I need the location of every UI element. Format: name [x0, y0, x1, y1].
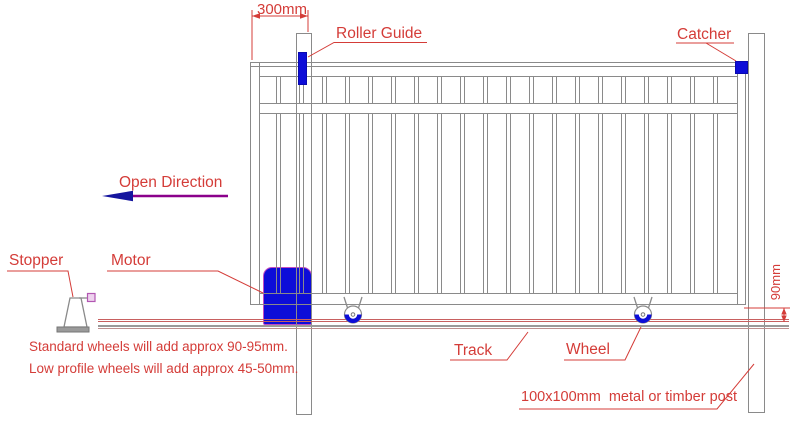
gate-picket — [437, 76, 442, 103]
gate-picket — [322, 76, 327, 103]
gate-picket — [299, 113, 304, 293]
open-direction-arrowhead — [102, 190, 133, 202]
gate-picket — [368, 76, 373, 103]
track-label: Track — [454, 342, 493, 359]
gate-picket — [529, 76, 534, 103]
stopper-leader — [7, 270, 74, 298]
gate-picket — [506, 76, 511, 103]
gate-picket — [414, 76, 419, 103]
gate-picket — [345, 76, 350, 103]
standard-wheels-note: Standard wheels will add approx 90-95mm. — [29, 339, 288, 354]
track-leader — [450, 331, 529, 361]
motor-label: Motor — [111, 252, 151, 269]
catcher-label: Catcher — [677, 26, 732, 43]
gate-picket — [667, 113, 672, 293]
track-rail-line2 — [98, 321, 789, 322]
gate-picket — [598, 76, 603, 103]
post-note-label: 100x100mm metal or timber post — [521, 389, 737, 405]
gate-picket — [414, 113, 419, 293]
gate-top-rail-line — [250, 66, 746, 67]
gate-picket — [460, 76, 465, 103]
gate-picket — [368, 113, 373, 293]
stopper-catch-square — [86, 292, 96, 303]
gate-picket — [552, 113, 557, 293]
gate-right-stile-line — [737, 62, 738, 305]
gate-picket — [345, 113, 350, 293]
catcher-leader — [676, 42, 737, 62]
stopper-body — [63, 297, 88, 328]
stopper-label: Stopper — [9, 252, 64, 269]
gate-picket — [690, 113, 695, 293]
open-direction-label: Open Direction — [119, 174, 223, 191]
gate-picket — [391, 76, 396, 103]
catcher-component — [735, 61, 748, 74]
gate-picket — [391, 113, 396, 293]
track-base-line2 — [98, 328, 789, 329]
dimension-90mm — [744, 307, 790, 322]
gate-picket — [575, 76, 580, 103]
gate-picket — [276, 113, 281, 293]
gate-picket — [575, 113, 580, 293]
gate-picket — [598, 113, 603, 293]
right-post — [748, 33, 765, 413]
gate-mid-rail-upper-line — [260, 103, 737, 104]
motor-leader — [107, 270, 264, 294]
wheel-right — [633, 296, 653, 324]
track-base-line — [98, 325, 789, 327]
gate-picket — [460, 113, 465, 293]
dim90-arrow-down — [781, 315, 787, 322]
dim-arrow-right — [300, 13, 308, 19]
track-rail-line — [98, 319, 789, 320]
left-post — [296, 33, 312, 415]
gate-picket — [713, 76, 718, 103]
gate-picket — [506, 113, 511, 293]
gate-picket — [437, 113, 442, 293]
gate-picket — [667, 76, 672, 103]
dim90-arrow-up — [781, 308, 787, 315]
dim-90mm-label: 90mm — [767, 264, 783, 301]
wheel-leader — [564, 326, 642, 361]
gate-picket — [322, 113, 327, 293]
gate-picket — [644, 113, 649, 293]
low-profile-wheels-note: Low profile wheels will add approx 45-50… — [29, 361, 299, 376]
roller-guide-component — [298, 52, 307, 85]
post-note-leader — [519, 363, 755, 410]
gate-picket — [690, 76, 695, 103]
dim-arrow-left — [252, 13, 260, 19]
gate-picket — [483, 76, 488, 103]
gate-left-stile-line — [259, 62, 260, 305]
gate-picket — [483, 113, 488, 293]
gate-inner-bottom-line — [260, 293, 737, 294]
roller-guide-leader — [307, 42, 427, 58]
gate-picket — [552, 76, 557, 103]
stopper-foot — [56, 326, 90, 333]
gate-picket — [713, 113, 718, 293]
wheel-label: Wheel — [566, 341, 610, 358]
gate-picket — [299, 76, 304, 103]
gate-inner-top-line — [260, 76, 737, 77]
gate-picket — [644, 76, 649, 103]
stopper-component — [56, 292, 96, 333]
wheel-left — [343, 296, 363, 324]
dim-300mm-label: 300mm — [257, 1, 308, 18]
gate-picket — [529, 113, 534, 293]
gate-mid-rail-lower-line — [260, 113, 737, 114]
dimension-300mm — [251, 10, 309, 60]
gate-picket — [621, 113, 626, 293]
gate-picket — [276, 76, 281, 103]
roller-guide-label: Roller Guide — [336, 25, 423, 42]
gate-picket — [621, 76, 626, 103]
gate-frame — [250, 62, 746, 305]
